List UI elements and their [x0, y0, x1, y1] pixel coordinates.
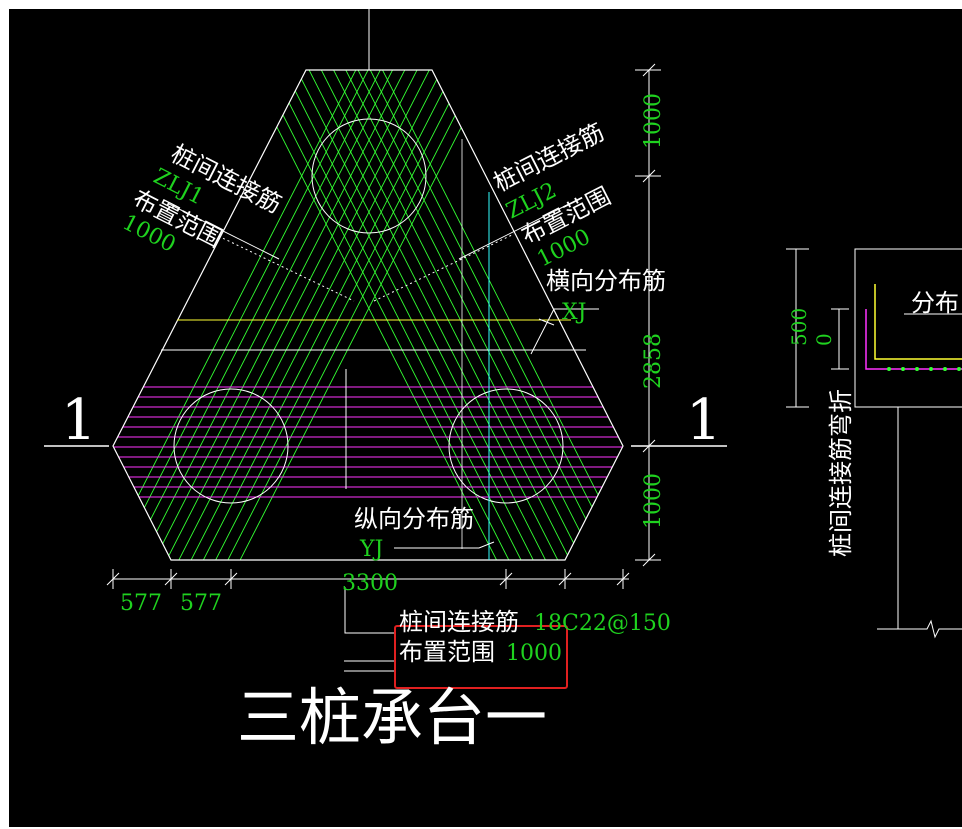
- yj-name: 纵向分布筋: [354, 505, 474, 533]
- detail-dim-500: 500: [787, 308, 811, 346]
- zlj1-rebar-line: [173, 70, 495, 560]
- drawing-title: 三桩承台一: [237, 681, 547, 754]
- detail-rebar-dot: [943, 367, 947, 371]
- zlj2-rebar-line: [282, 70, 602, 560]
- zlj1-rebar-line: [163, 70, 485, 560]
- yj-leader: [394, 541, 495, 549]
- zlj1-rebar-line: [115, 70, 437, 560]
- zlj1-leader-white: [168, 203, 280, 260]
- zlj2-rebar-line: [234, 70, 554, 560]
- yj-code: YJ: [359, 537, 383, 562]
- detail-rebar-dot: [929, 367, 933, 371]
- dim-right-3: 1000: [641, 473, 666, 529]
- dim-right-2: 2858: [641, 333, 666, 389]
- detail-rebar-dot: [915, 367, 919, 371]
- cap-outline: [112, 69, 624, 561]
- zlj1-rebar-line: [193, 70, 514, 560]
- note-range-label: 布置范围: [399, 638, 495, 666]
- xj-code: XJ: [562, 300, 586, 325]
- section-mark-right: 1: [686, 388, 722, 453]
- pile-right: [448, 388, 564, 504]
- detail-rebar-dot: [887, 367, 891, 371]
- zlj2-rebar-line: [273, 70, 593, 560]
- zlj2-rebar-line: [292, 70, 612, 560]
- zlj1-rebar-line: [113, 70, 407, 560]
- zlj1-rebar-line: [125, 70, 446, 560]
- zlj2-leader-white: [458, 203, 570, 260]
- zlj1-rebar-line: [134, 70, 456, 560]
- section-mark-left: 1: [61, 388, 97, 453]
- zlj2-range-leader: [373, 233, 515, 302]
- xj-leader: [530, 308, 599, 355]
- dim-right-1: 1000: [641, 93, 666, 149]
- zlj2-rebar-line: [224, 70, 544, 560]
- drawing-canvas[interactable]: 桩间连接筋 ZLJ1 布置范围 1000 桩间连接筋 ZLJ2 布置范围 1: [9, 9, 962, 827]
- zlj2-rebar-line: [312, 70, 623, 560]
- highlight-box: [394, 625, 568, 689]
- zlj2-rebar-line: [244, 70, 563, 560]
- detail-view: [786, 248, 962, 639]
- detail-dim-0: 0: [812, 333, 836, 346]
- zlj2-rebar-line: [263, 70, 583, 560]
- zlj1-rebar-line: [144, 70, 466, 560]
- zlj-rebar-bands: [113, 70, 623, 560]
- right-dimension: [635, 63, 661, 567]
- detail-rebar-dot: [957, 367, 961, 371]
- dim-bottom-total: 3300: [342, 571, 398, 596]
- bottom-dimension: [106, 569, 630, 589]
- zlj1-rebar-line: [113, 70, 427, 560]
- xj-leader-tick: [538, 318, 555, 326]
- zlj1-range-leader: [213, 233, 355, 302]
- detail-label: 分布: [911, 289, 959, 317]
- detail-vertical-label: 桩间连接筋弯折: [827, 389, 855, 557]
- zlj1-rebar-line: [154, 70, 475, 560]
- note-spec: 18C22@150: [534, 611, 671, 636]
- xj-rebar-band: [113, 386, 623, 498]
- zlj1-rebar-line: [183, 70, 505, 560]
- pile-left: [173, 388, 289, 504]
- zlj2-rebar-line: [253, 70, 573, 560]
- zlj2-rebar-line: [331, 70, 623, 560]
- pile-cap-drawing: 桩间连接筋 ZLJ1 布置范围 1000 桩间连接筋 ZLJ2 布置范围 1: [44, 9, 962, 754]
- note-range-value: 1000: [506, 641, 562, 666]
- note-leader: [344, 587, 394, 634]
- xj-name: 横向分布筋: [546, 267, 666, 295]
- detail-rebar-dot: [901, 367, 905, 371]
- dim-bottom-left-2: 577: [180, 591, 222, 616]
- note-label: 桩间连接筋: [399, 608, 519, 636]
- dim-bottom-left-1: 577: [120, 591, 162, 616]
- pile-top: [311, 118, 427, 234]
